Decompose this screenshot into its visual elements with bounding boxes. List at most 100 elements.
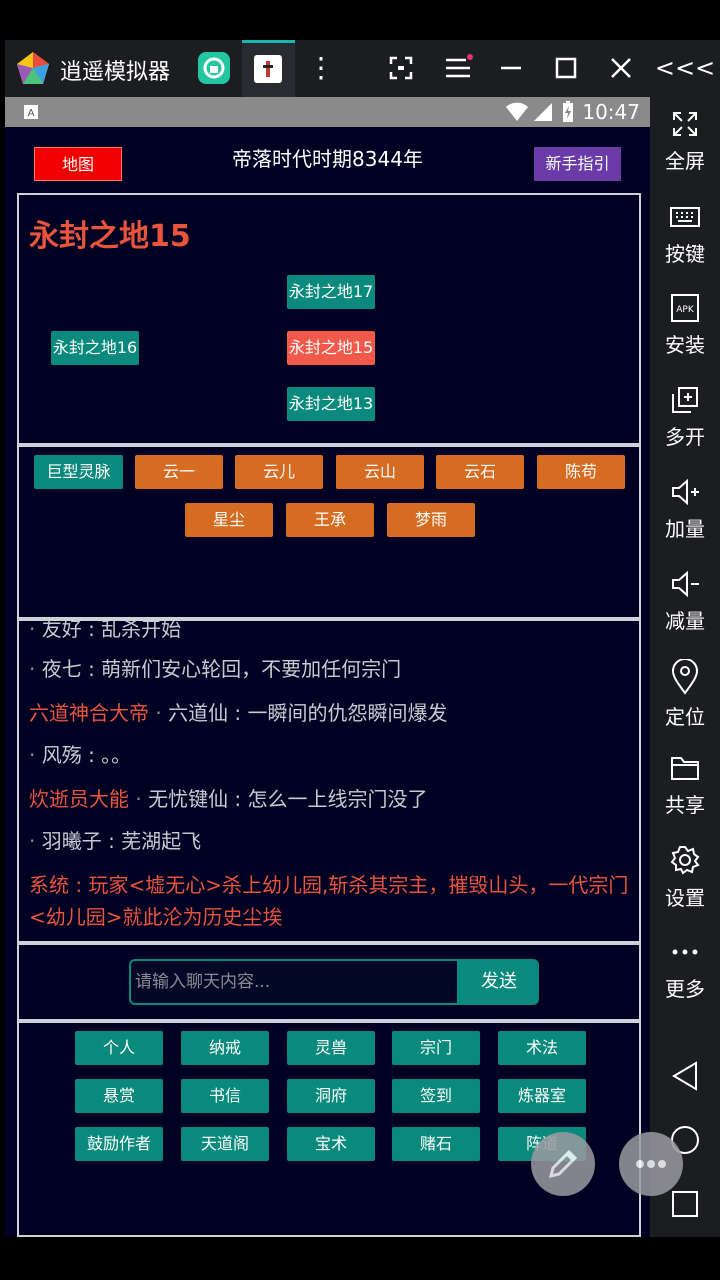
tab-menu-icon[interactable]: ⋮ [307, 51, 335, 84]
menu-button[interactable]: 纳戒 [181, 1031, 269, 1065]
rail-share[interactable]: 共享 [650, 753, 720, 818]
menu-button[interactable]: 炼器室 [498, 1079, 586, 1113]
npc-button[interactable]: 云一 [135, 455, 223, 489]
guide-button[interactable]: 新手指引 [534, 147, 621, 181]
volume-up-icon [672, 478, 699, 506]
wifi-icon [506, 102, 528, 121]
menu-button[interactable]: 赌石 [392, 1127, 480, 1161]
signal-icon [534, 103, 552, 121]
app-name: 逍遥模拟器 [60, 60, 171, 85]
rail-label: 更多 [665, 977, 705, 1001]
rail-apk[interactable]: APK 安装 [650, 293, 720, 358]
menu-button[interactable]: 灵兽 [287, 1031, 375, 1065]
maximize-icon[interactable] [548, 50, 584, 86]
menu-button[interactable]: 宗门 [392, 1031, 480, 1065]
menu-button[interactable]: 签到 [392, 1079, 480, 1113]
game-tab-icon [254, 55, 282, 83]
send-button[interactable]: 发送 [459, 959, 539, 1005]
rail-label: 多开 [665, 425, 705, 449]
recents-nav-icon[interactable] [668, 1187, 702, 1221]
menu-button[interactable]: 个人 [75, 1031, 163, 1065]
menu-button[interactable]: 书信 [181, 1079, 269, 1113]
npc-button[interactable]: 云石 [436, 455, 524, 489]
menu-button[interactable]: 洞府 [287, 1079, 375, 1113]
rail-keyboard[interactable]: 按键 [650, 202, 720, 267]
system-message: 系统 : 玩家<墟无心>杀上幼儿园,斩杀其宗主，摧毁山头，一代宗门<幼儿园>就此… [29, 873, 629, 929]
chat-input[interactable]: 请输入聊天内容... [129, 959, 459, 1005]
rail-settings[interactable]: 设置 [650, 844, 720, 911]
game-top-bar: 地图 帝落时代时期8344年 新手指引 [5, 127, 650, 193]
rail-more[interactable]: 更多 [650, 937, 720, 1002]
chat-message: 炊逝员大能 · 无忧键仙 : 怎么一上线宗门没了 [29, 787, 428, 811]
era-title: 帝落时代时期8344年 [232, 147, 423, 171]
npc-button[interactable]: 王承 [286, 503, 374, 537]
pencil-icon [548, 1149, 578, 1179]
rail-location[interactable]: 定位 [650, 659, 720, 730]
npc-button[interactable]: 巨型灵脉 [34, 455, 123, 489]
rail-label: 加量 [665, 517, 705, 541]
home-tab-icon[interactable] [198, 52, 230, 84]
chat-message: 六道神合大帝 · 六道仙 : 一瞬间的仇怨瞬间爆发 [29, 701, 448, 725]
svg-text:A: A [28, 108, 35, 119]
game-screen: 地图 帝落时代时期8344年 新手指引 永封之地15 永封之地17 永封之地16… [5, 127, 650, 1237]
volume-down-icon [672, 570, 699, 598]
rail-label: 共享 [665, 793, 705, 817]
battery-icon [563, 101, 573, 122]
function-menu: 个人 纳戒 灵兽 宗门 术法 悬赏 书信 洞府 签到 炼器室 鼓励作者 天道阁 … [17, 1021, 641, 1237]
menu-button[interactable]: 宝术 [287, 1127, 375, 1161]
chat-log[interactable]: · 友好 : 乱杀开始 · 夜七 : 萌新们安心轮回，不要加任何宗门 六道神合大… [17, 619, 641, 943]
apk-icon: APK [671, 294, 699, 322]
android-status-bar: A 10:47 [5, 97, 650, 127]
rail-multi[interactable]: 多开 [650, 385, 720, 450]
menu-button[interactable]: 鼓励作者 [75, 1127, 163, 1161]
notification-icon: A [24, 105, 38, 119]
npc-panel: 巨型灵脉 云一 云儿 云山 云石 陈苟 星尘 王承 梦雨 [17, 445, 641, 619]
map-panel: 永封之地15 永封之地17 永封之地16 永封之地15 永封之地13 [17, 193, 641, 445]
gear-icon [670, 846, 700, 875]
app-logo-icon [17, 52, 49, 84]
rail-label: 按键 [665, 242, 705, 266]
more-float-button[interactable] [619, 1132, 683, 1196]
npc-button[interactable]: 云儿 [235, 455, 323, 489]
menu-icon[interactable] [440, 50, 476, 86]
fullscreen-icon [673, 112, 697, 136]
minimize-icon[interactable] [493, 50, 529, 86]
close-icon[interactable] [603, 50, 639, 86]
npc-button[interactable]: 陈苟 [537, 455, 625, 489]
rail-label: 定位 [665, 705, 705, 729]
chat-input-panel: 请输入聊天内容... 发送 [17, 943, 641, 1021]
chat-message: · 羽曦子 : 芜湖起飞 [29, 829, 202, 853]
back-nav-icon[interactable] [668, 1059, 702, 1093]
emulator-sidebar: 全屏 按键 APK 安装 多开 加量 减量 定位 共享 [650, 97, 720, 1237]
rail-label: 减量 [665, 609, 705, 633]
npc-button[interactable]: 梦雨 [387, 503, 475, 537]
folder-icon [671, 757, 699, 780]
menu-button[interactable]: 天道阁 [181, 1127, 269, 1161]
keyboard-icon [670, 207, 700, 227]
menu-button[interactable]: 悬赏 [75, 1079, 163, 1113]
rail-volume-up[interactable]: 加量 [650, 477, 720, 542]
menu-button[interactable]: 术法 [498, 1031, 586, 1065]
more-icon [672, 949, 698, 955]
npc-button[interactable]: 云山 [336, 455, 424, 489]
chat-message: · 夜七 : 萌新们安心轮回，不要加任何宗门 [29, 657, 402, 681]
location-icon [671, 659, 699, 695]
screenshot-icon[interactable] [383, 50, 419, 86]
rail-label: 安装 [665, 333, 705, 357]
map-node-current[interactable]: 永封之地15 [287, 331, 375, 365]
collapse-rail-button[interactable]: <<< [650, 40, 720, 97]
map-node-north[interactable]: 永封之地17 [287, 275, 375, 309]
rail-label: 设置 [665, 886, 705, 910]
rail-fullscreen[interactable]: 全屏 [650, 109, 720, 174]
game-tab[interactable] [242, 40, 295, 97]
npc-button[interactable]: 星尘 [185, 503, 273, 537]
rail-label: 全屏 [665, 149, 705, 173]
map-node-south[interactable]: 永封之地13 [287, 387, 375, 421]
ellipsis-icon [636, 1160, 666, 1168]
map-node-west[interactable]: 永封之地16 [51, 331, 139, 365]
edit-float-button[interactable] [531, 1132, 595, 1196]
map-button[interactable]: 地图 [34, 147, 122, 181]
rail-volume-down[interactable]: 减量 [650, 569, 720, 634]
status-clock: 10:47 [582, 100, 640, 124]
emulator-titlebar: 逍遥模拟器 ⋮ [5, 40, 720, 97]
